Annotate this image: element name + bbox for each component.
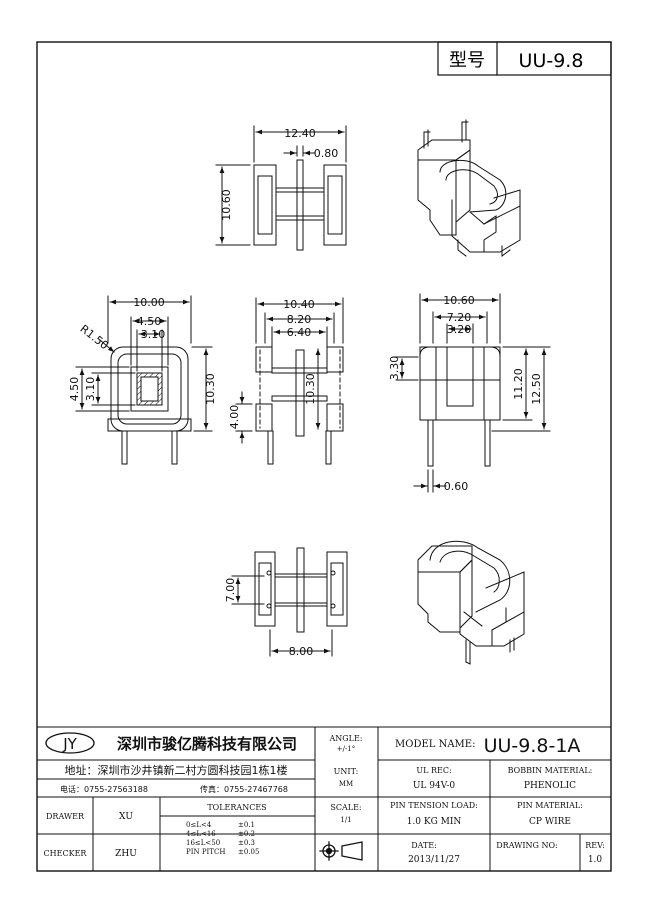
- dim-front-h1: 4.50: [68, 377, 81, 402]
- dim-top-width: 12.40: [284, 127, 316, 140]
- unit-value: MM: [339, 780, 353, 788]
- pin-material-value: CP WIRE: [529, 817, 571, 827]
- dim-side-w3: 6.40: [287, 326, 312, 339]
- drawer-label: DRAWER: [46, 812, 85, 821]
- top-view: [215, 125, 347, 251]
- dim-front-h2: 3.10: [84, 377, 97, 402]
- drawer-value: XU: [119, 812, 133, 822]
- projection-symbol-icon: [319, 841, 363, 861]
- model-name-label: MODEL NAME:: [395, 739, 475, 750]
- dim-side-w1: 10.40: [283, 298, 315, 311]
- tol-range-3: PIN PITCH: [186, 848, 225, 856]
- company-fax: 传真：0755-27467768: [200, 784, 288, 794]
- dim-front-window: 3.10: [141, 328, 166, 341]
- date-value: 2013/11/27: [408, 855, 460, 865]
- dim-right-h3: 12.50: [530, 373, 543, 405]
- dim-right-h2: 11.20: [512, 368, 525, 400]
- unit-label: UNIT:: [334, 767, 359, 776]
- model-name-value: UU-9.8-1A: [484, 735, 581, 757]
- drawing-no-label: DRAWING NO:: [496, 841, 557, 850]
- side-view: [235, 297, 344, 465]
- pin-material-label: PIN MATERIAL:: [517, 801, 583, 810]
- dim-front-radius: R1.50: [77, 322, 110, 352]
- dim-right-pin: 0.60: [444, 480, 469, 493]
- pin-tension-value: 1.0 KG MIN: [407, 817, 462, 827]
- tol-range-1: 4≤L<16: [186, 830, 216, 838]
- model-value: UU-9.8: [519, 50, 584, 72]
- dim-right-w2: 7.20: [447, 311, 472, 324]
- angle-label: ANGLE:: [328, 734, 362, 743]
- bobbin-material-value: PHENOLIC: [524, 781, 576, 791]
- company-logo: JY: [62, 735, 77, 753]
- dim-side-w2: 8.20: [287, 313, 312, 326]
- right-view: [395, 293, 551, 493]
- iso-view-bottom: [417, 540, 525, 665]
- dim-front-width: 10.00: [133, 296, 165, 309]
- model-label: 型号: [449, 50, 485, 71]
- scale-value: 1/1: [340, 816, 351, 824]
- ul-rec-value: UL 94V-0: [413, 781, 456, 791]
- tolerances-title: TOLERANCES: [207, 803, 266, 812]
- dim-front-height: 10.30: [204, 373, 217, 405]
- rev-label: REV:: [585, 841, 605, 850]
- tol-value-3: ±0.05: [238, 848, 259, 856]
- dim-front-inner: 4.50: [137, 315, 162, 328]
- dim-side-pin: 4.00: [228, 405, 241, 430]
- bottom-view: [231, 547, 348, 657]
- ul-rec-label: UL REC:: [416, 766, 451, 775]
- dim-bottom-w: 8.00: [289, 645, 314, 658]
- company-phone: 电话：0755-27563188: [60, 784, 148, 794]
- scale-label: SCALE:: [330, 803, 361, 812]
- dim-top-pin: 0.80: [314, 147, 339, 160]
- tol-range-2: 16≤L<50: [186, 839, 220, 847]
- front-view: [75, 295, 213, 465]
- company-address: 地址：深圳市沙井镇新二村方圆科技园1栋1楼: [65, 763, 288, 777]
- tol-value-0: ±0.1: [238, 821, 255, 829]
- checker-value: ZHU: [115, 849, 137, 859]
- dim-side-h: 10.30: [304, 373, 317, 405]
- title-block: [36, 726, 612, 872]
- model-header: 型号 UU-9.8: [437, 41, 612, 76]
- dim-right-w1: 10.60: [443, 294, 475, 307]
- pin-tension-label: PIN TENSION LOAD:: [390, 801, 478, 810]
- dim-right-h1: 3.30: [388, 356, 401, 381]
- dim-bottom-h: 7.00: [224, 578, 237, 603]
- tol-value-1: ±0.2: [238, 830, 255, 838]
- tol-value-2: ±0.3: [238, 839, 255, 847]
- bobbin-material-label: BOBBIN MATERIAL:: [508, 766, 593, 775]
- tol-range-0: 0≤L<4: [186, 821, 212, 829]
- dim-top-height: 10.60: [220, 189, 233, 221]
- iso-view-top: [417, 119, 521, 257]
- rev-value: 1.0: [588, 855, 603, 865]
- angle-value: +/-1°: [337, 745, 356, 753]
- company-name: 深圳市骏亿腾科技有限公司: [117, 735, 297, 753]
- date-label: DATE:: [411, 841, 437, 850]
- sheet-border: [36, 41, 612, 872]
- checker-label: CHECKER: [44, 849, 88, 858]
- dim-right-w3: 3.20: [447, 323, 472, 336]
